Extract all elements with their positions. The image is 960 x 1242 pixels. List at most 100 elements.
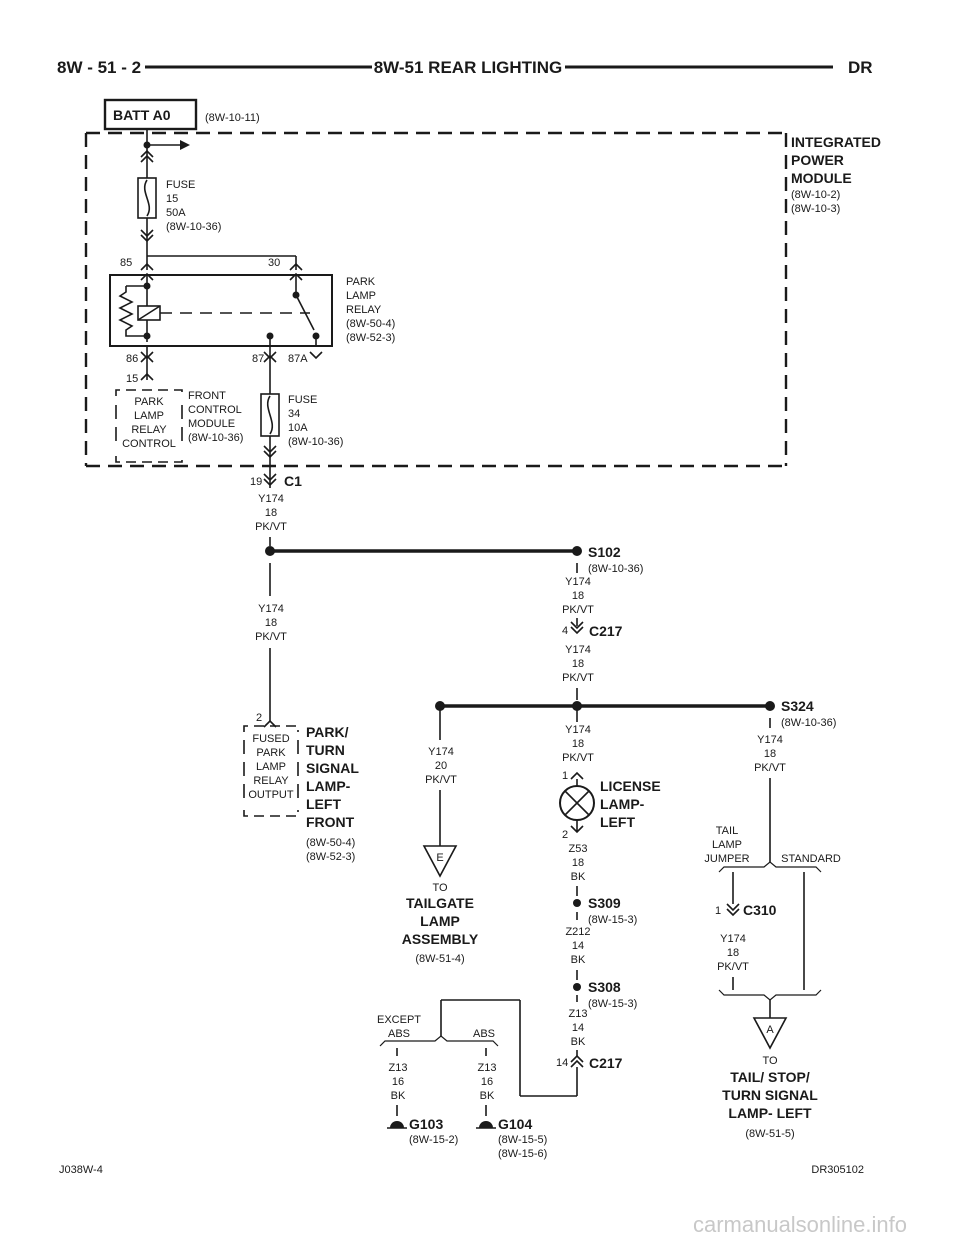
fuse34-line-1: FUSE	[288, 394, 317, 406]
c310-wire-gauge: 18	[727, 947, 739, 959]
license-wire-color: PK/VT	[562, 752, 594, 764]
c217-wire-id: Y174	[565, 644, 591, 656]
s324-wire-id: Y174	[757, 734, 783, 746]
ground-icon	[390, 1121, 404, 1128]
park-turn-box-3: LAMP	[256, 761, 286, 773]
tailgate-title-2: LAMP	[420, 913, 460, 929]
standard-label: STANDARD	[781, 853, 841, 865]
park-lamp-relay: 85 30 PARK LAMP RELAY (8W-50-4) (8W-52-3…	[109, 242, 395, 394]
tailgate-title-1: TAILGATE	[406, 895, 474, 911]
g103-wire-id: Z13	[389, 1062, 408, 1074]
batt-label: BATT A0	[113, 107, 171, 123]
relay-label-3: RELAY	[346, 304, 382, 316]
tail-stop-ref: (8W-51-5)	[745, 1128, 794, 1140]
g104-wire-gauge: 16	[481, 1076, 493, 1088]
z212-wire-gauge: 14	[572, 940, 584, 952]
tailgate-ref: (8W-51-4)	[415, 953, 464, 965]
park-turn-box-4: RELAY	[253, 775, 289, 787]
fuse-15: FUSE 15 50A (8W-10-36)	[137, 145, 221, 243]
fuse34-line-3: 10A	[288, 422, 308, 434]
fcm-box-1: PARK	[134, 396, 164, 408]
fcm-pin-15: 15	[126, 373, 138, 385]
jumper-label-3: JUMPER	[704, 853, 749, 865]
c1-wire-color: PK/VT	[255, 521, 287, 533]
g103-ref: (8W-15-2)	[409, 1134, 458, 1146]
relay-pin-86: 86	[126, 353, 138, 365]
tail-stop-title-3: LAMP- LEFT	[728, 1105, 812, 1121]
fuse34-ref: (8W-10-36)	[288, 436, 343, 448]
park-turn-title-4: LAMP-	[306, 778, 351, 794]
z53-wire-color: BK	[571, 871, 586, 883]
relay-pin-30: 30	[268, 257, 280, 269]
relay-ref-2: (8W-52-3)	[346, 332, 395, 344]
g104-wire-color: BK	[480, 1090, 495, 1102]
license-title-2: LAMP-	[600, 796, 645, 812]
park-turn-branch: Y174 18 PK/VT 2 FUSED PARK LAMP RELAY OU…	[243, 563, 359, 863]
license-lamp-branch: Y174 18 PK/VT 1 LICENSE LAMP- LEFT 2 Z53…	[440, 710, 661, 1097]
c217-bottom-pin: 14	[556, 1057, 568, 1069]
license-pin-1: 1	[562, 770, 568, 782]
z13-14-wire-gauge: 14	[572, 1022, 584, 1034]
c217-top-pin: 4	[562, 625, 568, 637]
except-abs-1: EXCEPT	[377, 1014, 421, 1026]
s102-wire-gauge: 18	[572, 590, 584, 602]
fcm-box-3: RELAY	[131, 424, 167, 436]
s309-name: S309	[588, 895, 621, 911]
c1-wire-id: Y174	[258, 493, 284, 505]
fuse15-line-2: 15	[166, 193, 178, 205]
z13-14-wire-id: Z13	[569, 1008, 588, 1020]
c217-wire-gauge: 18	[572, 658, 584, 670]
ground-options: EXCEPT ABS ABS Z13 16 BK Z13 16 BK G103 …	[377, 1014, 547, 1160]
park-turn-title-6: FRONT	[306, 814, 355, 830]
c1-wire-gauge: 18	[265, 507, 277, 519]
c310-wire-id: Y174	[720, 933, 746, 945]
jumper-label-1: TAIL	[716, 825, 738, 837]
c1-name: C1	[284, 473, 302, 489]
splice-s324: S324 (8W-10-36) Y174 18 PK/VT	[435, 698, 836, 862]
relay-pin-87a: 87A	[288, 353, 308, 365]
z212-wire-id: Z212	[565, 926, 590, 938]
left-wire-gauge: 18	[265, 617, 277, 629]
tail-stop-title-2: TURN SIGNAL	[722, 1087, 818, 1103]
fuse-34: FUSE 34 10A (8W-10-36)	[260, 393, 343, 488]
relay-label-2: LAMP	[346, 290, 376, 302]
tail-stop-to: TO	[762, 1055, 778, 1067]
fuse15-line-1: FUSE	[166, 179, 195, 191]
tailgate-wire-gauge: 20	[435, 760, 447, 772]
left-wire-color: PK/VT	[255, 631, 287, 643]
fuse15-ref: (8W-10-36)	[166, 221, 221, 233]
s308-name: S308	[588, 979, 621, 995]
relay-pin-85: 85	[120, 257, 132, 269]
front-control-module: 15 PARK LAMP RELAY CONTROL FRONT CONTROL…	[115, 372, 243, 463]
s324-ref: (8W-10-36)	[781, 717, 836, 729]
ipm-title-1: INTEGRATED	[791, 134, 881, 150]
g104-ref-2: (8W-15-6)	[498, 1148, 547, 1160]
s102-name: S102	[588, 544, 621, 560]
connector-c217-top: 4 C217 Y174 18 PK/VT	[562, 621, 623, 700]
connector-c1: 19 C1 Y174 18 PK/VT	[250, 473, 302, 546]
ipm-ref-2: (8W-10-3)	[791, 203, 840, 215]
park-turn-box-2: PARK	[256, 747, 286, 759]
g103-name: G103	[409, 1116, 443, 1132]
ipm-title-2: POWER	[791, 152, 844, 168]
park-turn-pin: 2	[256, 712, 262, 724]
tail-lamp-options: TAIL LAMP JUMPER STANDARD 1 C310 Y174 18…	[704, 825, 841, 1140]
park-turn-box-1: FUSED	[252, 733, 289, 745]
z13-14-wire-color: BK	[571, 1036, 586, 1048]
park-turn-box-5: OUTPUT	[248, 789, 294, 801]
s309-ref: (8W-15-3)	[588, 914, 637, 926]
s324-wire-color: PK/VT	[754, 762, 786, 774]
license-wire-id: Y174	[565, 724, 591, 736]
c217-wire-color: PK/VT	[562, 672, 594, 684]
tail-stop-letter: A	[766, 1024, 774, 1036]
s102-wire-id: Y174	[565, 576, 591, 588]
park-turn-title-5: LEFT	[306, 796, 341, 812]
s324-name: S324	[781, 698, 814, 714]
tailgate-wire-id: Y174	[428, 746, 454, 758]
license-pin-2: 2	[562, 829, 568, 841]
park-turn-title-2: TURN	[306, 742, 345, 758]
header-page-number: 8W - 51 - 2	[57, 58, 141, 77]
footer-right: DR305102	[811, 1164, 864, 1176]
park-turn-title-3: SIGNAL	[306, 760, 359, 776]
